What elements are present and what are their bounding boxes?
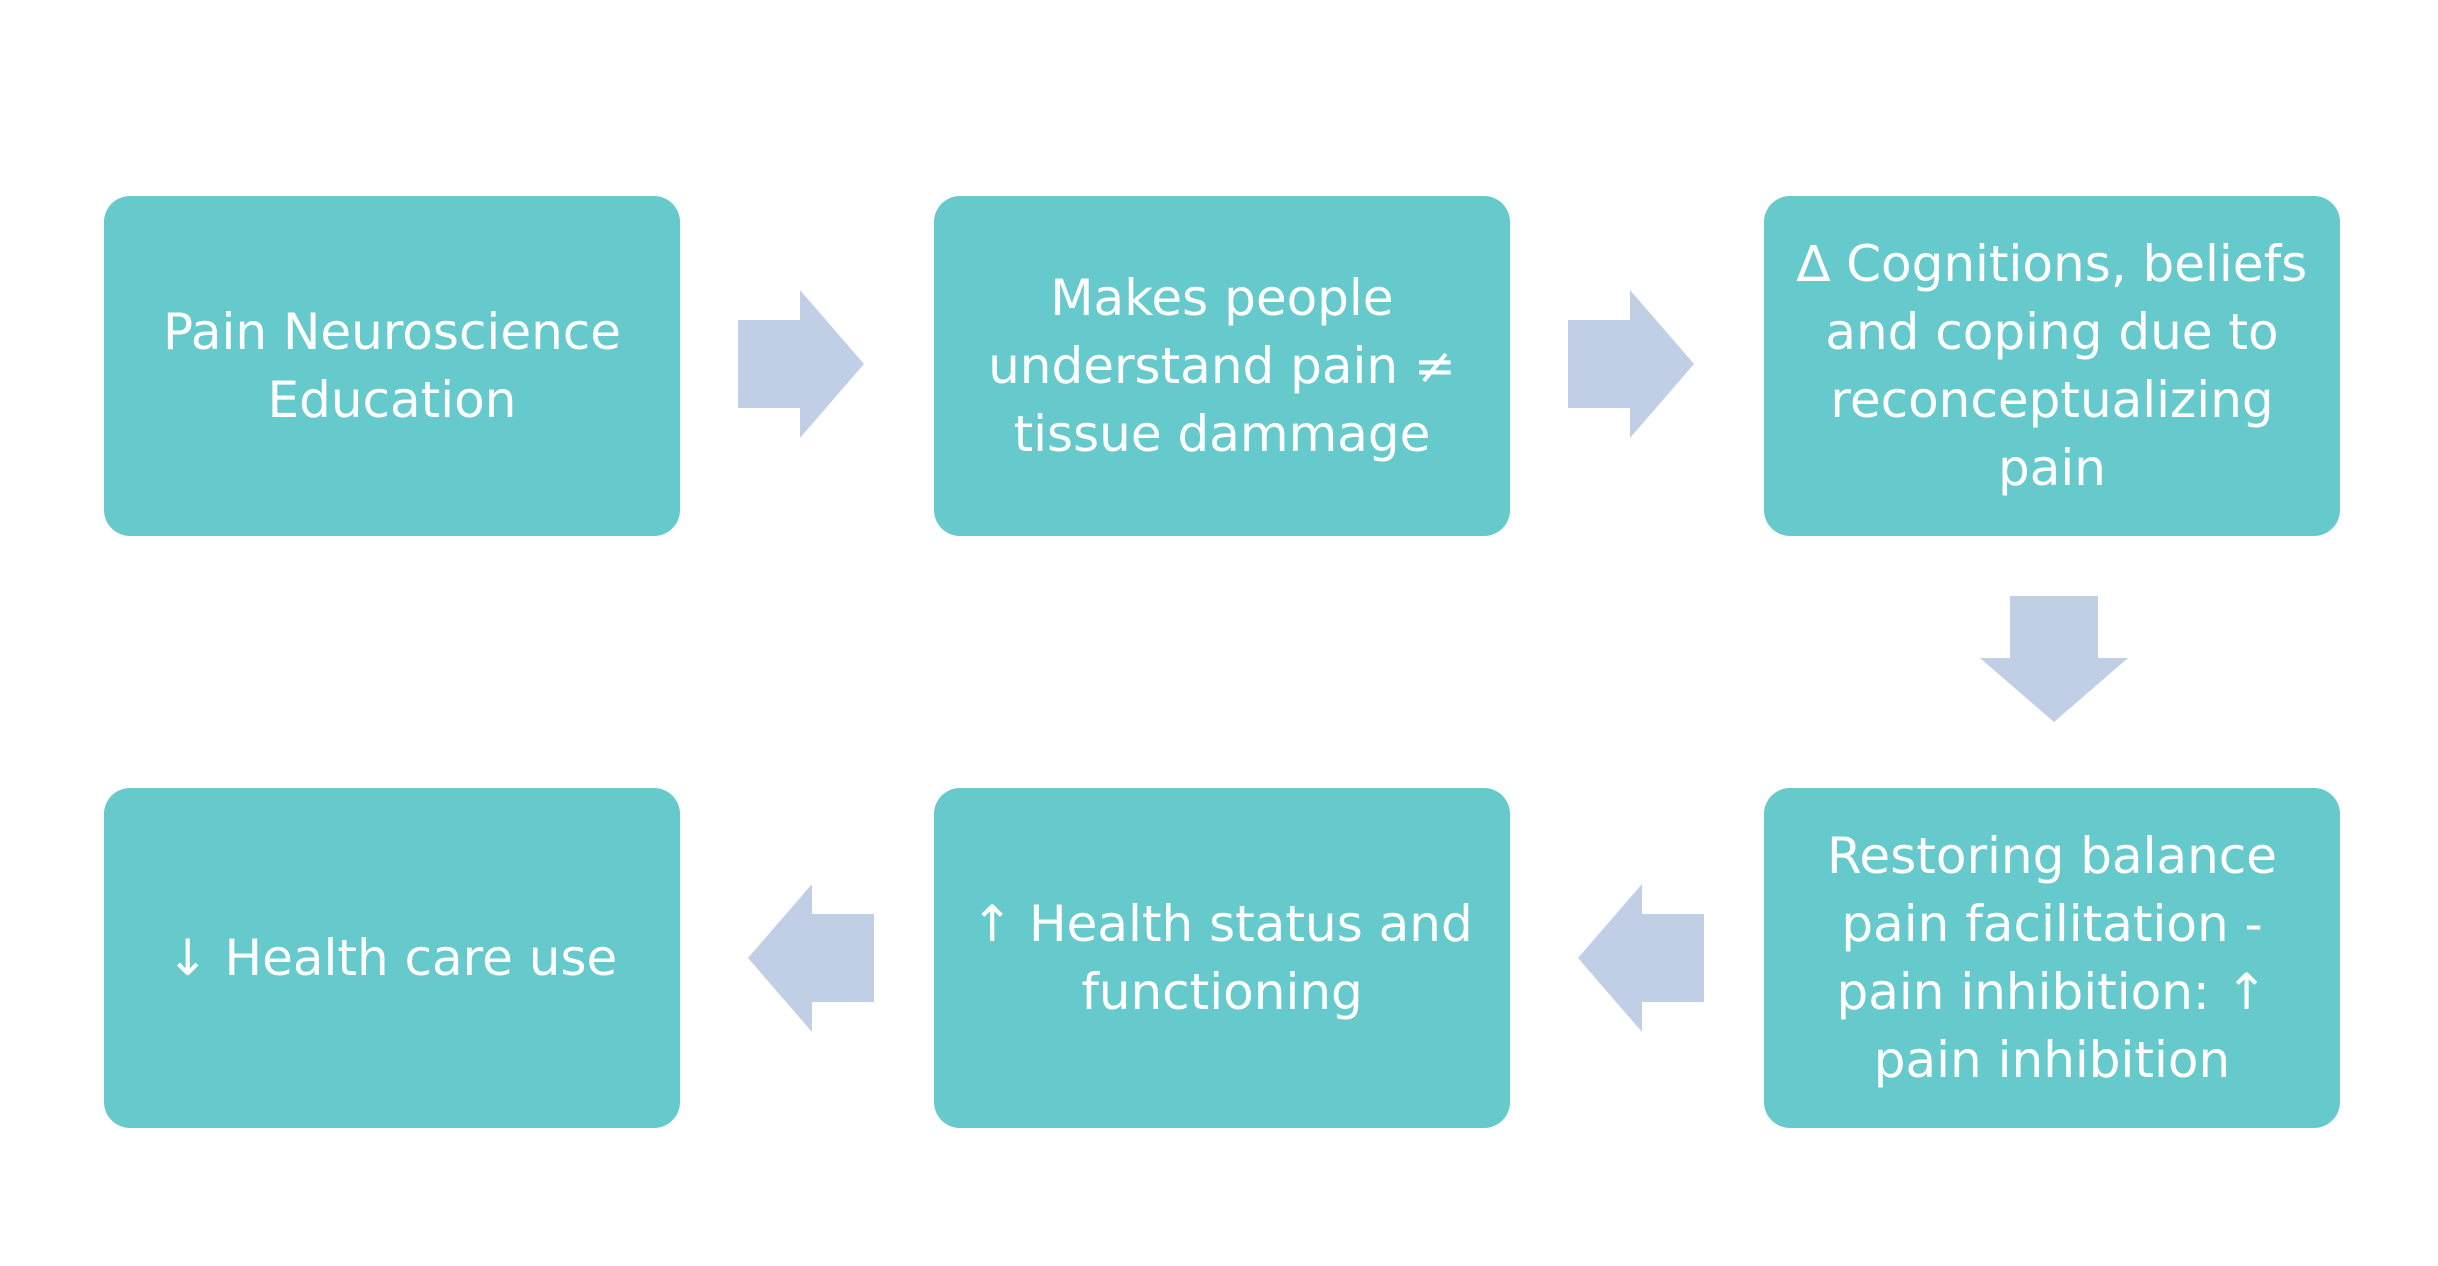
box-health-care-use: ↓ Health care use: [104, 788, 680, 1128]
left-arrow-icon: [1578, 884, 1704, 1032]
box-label: ↓ Health care use: [166, 929, 618, 987]
box-label: ↑ Health status and functioning: [971, 895, 1473, 1021]
right-arrow-icon: [1568, 290, 1694, 438]
box-label: Pain Neuroscience Education: [162, 303, 622, 429]
left-arrow-icon: [748, 884, 874, 1032]
down-arrow-icon: [1980, 596, 2128, 722]
box-understand-pain: Makes people understand pain ≠ tissue da…: [934, 196, 1510, 536]
right-arrow-icon: [738, 290, 864, 438]
box-cognitions-beliefs: ∆ Cognitions, beliefs and coping due to …: [1764, 196, 2340, 536]
box-pain-neuroscience-education: Pain Neuroscience Education: [104, 196, 680, 536]
box-label: ∆ Cognitions, beliefs and coping due to …: [1796, 235, 2308, 497]
box-label: Restoring balance pain facilitation - pa…: [1826, 827, 2278, 1089]
box-health-status: ↑ Health status and functioning: [934, 788, 1510, 1128]
box-restoring-balance: Restoring balance pain facilitation - pa…: [1764, 788, 2340, 1128]
box-label: Makes people understand pain ≠ tissue da…: [988, 269, 1456, 463]
